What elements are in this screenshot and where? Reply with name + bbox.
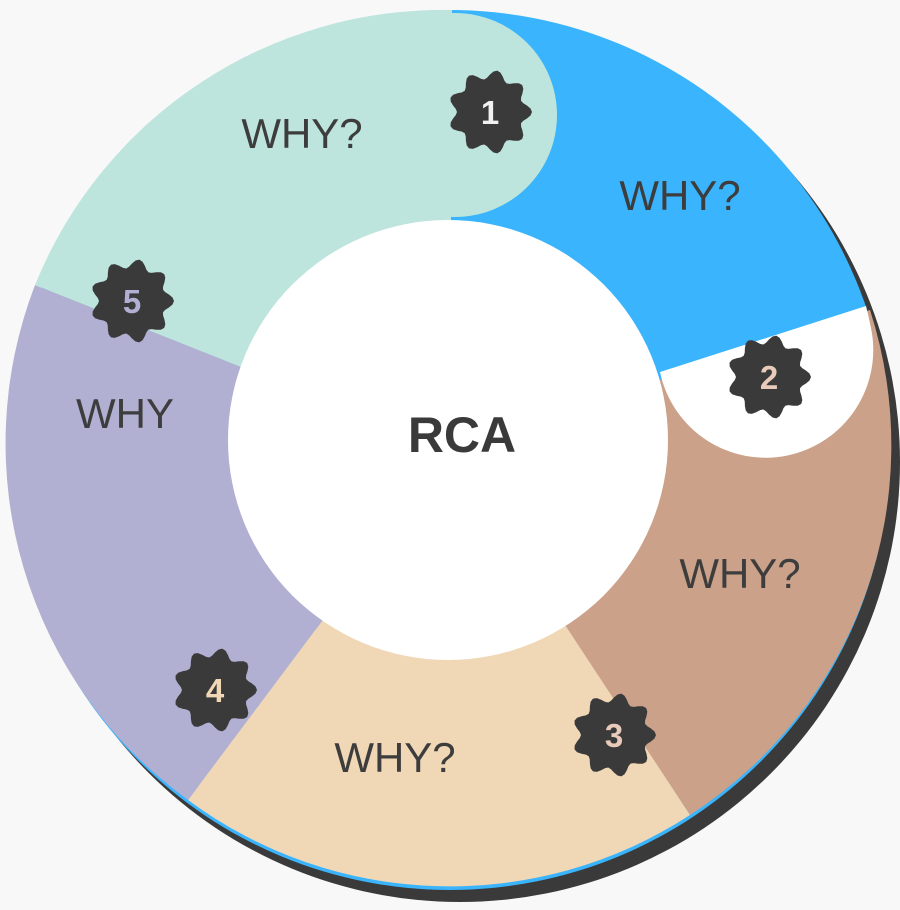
badge-seal-icon xyxy=(175,648,257,732)
step-number-3: 3 xyxy=(605,717,623,754)
badge-seal-icon xyxy=(92,259,174,343)
step-badge-4: 4 xyxy=(175,648,257,732)
badge-seal-icon xyxy=(450,70,532,154)
segment-4 xyxy=(188,450,690,887)
segment-4-label: WHY? xyxy=(334,734,455,781)
step-badge-1: 1 xyxy=(450,70,532,154)
segment-2-label: WHY? xyxy=(619,172,740,219)
center-label: RCA xyxy=(408,407,516,463)
center-hole xyxy=(228,220,668,660)
step-number-5: 5 xyxy=(123,283,141,320)
badge-seal-icon xyxy=(574,693,656,777)
step-badge-3: 3 xyxy=(574,693,656,777)
step-badge-5: 5 xyxy=(92,259,174,343)
segment-5-label: WHY xyxy=(76,390,174,437)
step-number-2: 2 xyxy=(760,359,778,396)
segment-3-label: WHY? xyxy=(679,550,800,597)
badge-seal-icon xyxy=(729,335,811,419)
step-badge-2: 2 xyxy=(729,335,811,419)
step-number-1: 1 xyxy=(481,94,499,131)
segment-1-label: WHY? xyxy=(241,110,362,157)
segment-1-head xyxy=(353,13,557,217)
step-number-4: 4 xyxy=(206,672,225,709)
